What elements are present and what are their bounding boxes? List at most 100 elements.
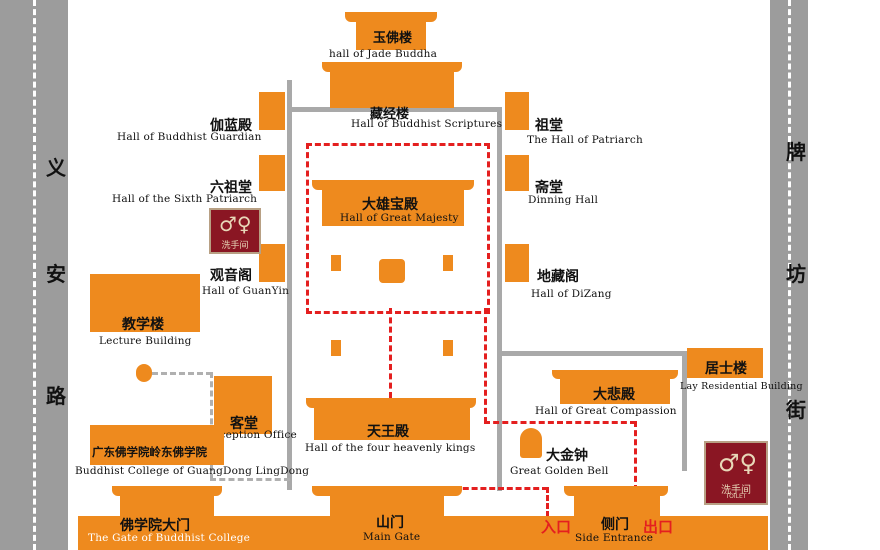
toilet-left-label: 洗手间 — [221, 241, 249, 251]
college-gate-cn: 佛学院大门 — [120, 518, 190, 534]
side-entrance-roof — [564, 486, 668, 496]
jade-buddha-roof — [345, 12, 437, 22]
right-road-char-1: 牌 — [786, 140, 806, 164]
right-road-char-2: 坊 — [786, 262, 806, 286]
dizang-building — [505, 244, 529, 282]
guardian-en: Hall of Buddhist Guardian — [117, 131, 262, 143]
guanyin-en: Hall of GuanYin — [202, 285, 290, 297]
college-building — [90, 425, 224, 465]
route-bottom-down — [546, 487, 549, 517]
scriptures-building — [330, 66, 454, 108]
main-gate-building — [330, 492, 444, 522]
golden-bell-cn: 大金钟 — [546, 448, 588, 464]
left-road-char-3: 路 — [46, 384, 66, 408]
lecture-en: Lecture Building — [99, 335, 192, 347]
golden-bell-icon — [520, 428, 542, 458]
guanyin-cn: 观音阁 — [210, 268, 252, 284]
dizang-cn: 地藏阁 — [537, 269, 579, 285]
route-right-vertical — [484, 308, 487, 423]
right-road-char-3: 街 — [786, 398, 806, 422]
college-en: Buddhist College of GuangDong LingDong — [75, 465, 310, 477]
heavenly-kings-roof — [306, 398, 476, 408]
great-compassion-cn: 大悲殿 — [593, 387, 635, 403]
college-cn: 广东佛学院岭东佛学院 — [92, 445, 207, 459]
heavenly-kings-cn: 天王殿 — [367, 424, 409, 440]
reception-building — [214, 376, 272, 434]
sixth-patriarch-cn: 六祖堂 — [210, 180, 252, 196]
toilet-right-icon: ♂♀ — [718, 449, 758, 477]
side-entrance-en: Side Entrance — [575, 532, 654, 544]
patriarch-en: The Hall of Patriarch — [527, 134, 643, 146]
sixth-patriarch-building — [259, 155, 285, 191]
great-majesty-cn: 大雄宝殿 — [362, 197, 418, 213]
jade-buddha-en: hall of Jade Buddha — [329, 48, 438, 60]
route-majesty-box — [306, 143, 490, 314]
great-compassion-en: Hall of Great Compassion — [535, 405, 677, 417]
yard-post-right — [443, 340, 453, 356]
patriarch-building — [505, 92, 529, 130]
path-right-vertical — [497, 107, 502, 355]
guardian-building — [259, 92, 285, 130]
main-gate-en: Main Gate — [363, 531, 421, 543]
toilet-right: ♂♀ 洗手间 TOILET — [704, 441, 768, 505]
jade-buddha-cn: 玉佛楼 — [373, 31, 413, 46]
lecture-path-h2 — [210, 478, 290, 481]
left-road — [0, 0, 68, 550]
main-gate-roof — [312, 486, 462, 496]
guardian-cn: 伽蓝殿 — [210, 118, 252, 134]
courtyard-post-left — [331, 255, 341, 271]
college-gate-roof — [112, 486, 222, 496]
path-right-horizontal — [497, 351, 687, 356]
entrance-marker: 入口 — [541, 518, 572, 536]
path-right-lower — [682, 351, 687, 471]
great-majesty-roof — [312, 180, 474, 190]
jade-buddha-building — [356, 20, 426, 50]
college-gate-en: The Gate of Buddhist College — [88, 532, 251, 544]
reception-en: Reception Office — [205, 429, 297, 441]
dining-cn: 斋堂 — [535, 180, 563, 196]
reception-cn: 客堂 — [230, 416, 258, 432]
patriarch-cn: 祖堂 — [535, 118, 563, 134]
great-majesty-en: Hall of Great Majesty — [340, 212, 459, 224]
right-road — [770, 0, 808, 550]
route-bottom — [410, 487, 548, 490]
main-gate-cn: 山门 — [376, 515, 404, 531]
side-entrance-cn: 侧门 — [601, 517, 629, 533]
heavenly-kings-en: Hall of the four heavenly kings — [305, 442, 476, 454]
toilet-left-icon: ♂♀ — [219, 212, 252, 236]
path-left-vertical — [287, 80, 292, 490]
lecture-cn: 教学楼 — [122, 317, 164, 333]
exit-marker: 出口 — [643, 518, 674, 536]
golden-bell-en: Great Golden Bell — [510, 465, 609, 477]
lecture-building — [90, 274, 200, 332]
left-road-char-1: 义 — [46, 156, 66, 180]
route-down-right — [634, 421, 637, 491]
route-center-vertical — [389, 308, 392, 398]
lay-residential-cn: 居士楼 — [705, 361, 747, 377]
great-majesty-building — [322, 186, 464, 226]
great-compassion-roof — [552, 370, 678, 379]
toilet-right-en: TOILET — [725, 493, 747, 500]
dizang-en: Hall of DiZang — [531, 288, 612, 300]
incense-pavilion — [379, 259, 405, 283]
route-to-bell — [484, 421, 636, 424]
courtyard-post-right — [443, 255, 453, 271]
lay-residential-en: Lay Residential Building — [680, 381, 803, 392]
heavenly-kings-building — [314, 404, 470, 440]
toilet-left: ♂♀ 洗手间 — [209, 208, 261, 254]
college-gate-building — [120, 492, 214, 522]
toilet-right-label: 洗手间 — [721, 485, 751, 496]
dining-building — [505, 155, 529, 191]
scriptures-en: Hall of Buddhist Scriptures — [351, 118, 503, 130]
guanyin-building — [259, 244, 285, 282]
scriptures-cn: 藏经楼 — [370, 107, 410, 122]
side-entrance-building — [574, 492, 660, 522]
scriptures-roof — [322, 62, 462, 72]
lay-residential-building — [687, 348, 763, 378]
great-compassion-building — [560, 376, 670, 404]
dining-en: Dinning Hall — [528, 194, 599, 206]
path-top — [287, 107, 501, 112]
lecture-path-h — [152, 372, 212, 375]
lecture-path-marker — [136, 364, 152, 382]
yard-post-left — [331, 340, 341, 356]
